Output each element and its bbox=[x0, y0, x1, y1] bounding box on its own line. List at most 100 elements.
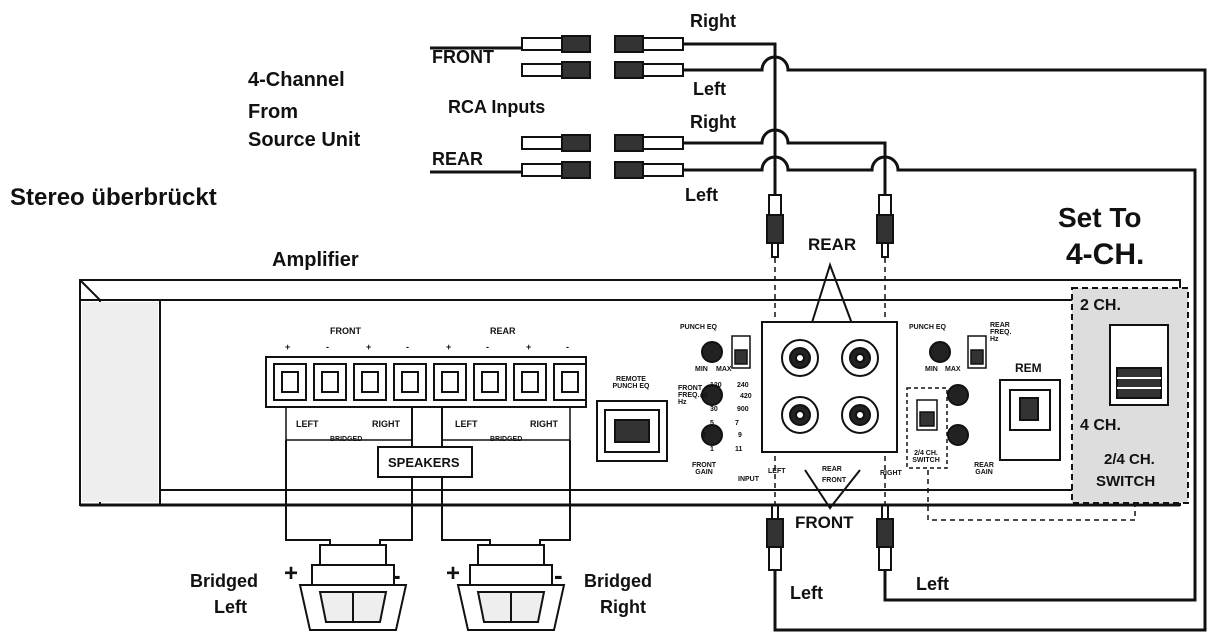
bridged-right-2: Right bbox=[600, 597, 646, 617]
gain-1: 1 bbox=[710, 446, 714, 453]
opt-4ch: 4 CH. bbox=[1080, 417, 1121, 434]
freq-30: 30 bbox=[710, 406, 718, 413]
rca-vertical-bottom bbox=[766, 504, 894, 571]
freq-900: 900 bbox=[737, 406, 749, 413]
left-rear-label: Left bbox=[685, 185, 718, 205]
front-freq-label: FRONT FREQ. Hz bbox=[678, 385, 703, 406]
switch-line1: 2/4 CH. bbox=[1104, 451, 1155, 468]
left-plus: + bbox=[284, 560, 299, 587]
terminal-block bbox=[265, 356, 587, 408]
right-plus: + bbox=[446, 560, 461, 587]
set-to-line1: Set To bbox=[1058, 202, 1142, 233]
polarity-6: - bbox=[486, 342, 489, 352]
source-lines bbox=[430, 46, 522, 174]
input-front-small: FRONT bbox=[822, 477, 847, 484]
rca-plugs bbox=[521, 35, 684, 179]
gain-3: 3 bbox=[702, 432, 706, 439]
remote-punch-jack bbox=[596, 400, 668, 462]
rca-vertical-top bbox=[766, 194, 894, 258]
knobs bbox=[701, 341, 969, 446]
rear-left-label: LEFT bbox=[455, 419, 478, 429]
front-right-label: RIGHT bbox=[372, 419, 400, 429]
bridged-right-1: Bridged bbox=[584, 571, 653, 591]
front-left-label: LEFT bbox=[296, 419, 319, 429]
signal-cables bbox=[683, 42, 1207, 632]
bridged-left-2: Left bbox=[214, 597, 247, 617]
page-title: Stereo überbrückt bbox=[10, 184, 217, 211]
gain-11: 11 bbox=[735, 446, 743, 453]
amp-switch-label: 2/4 CH. SWITCH bbox=[912, 450, 940, 464]
punch-eq-rear-label: PUNCH EQ bbox=[909, 324, 946, 331]
gain-9: 9 bbox=[738, 432, 742, 439]
rear-right-label: RIGHT bbox=[530, 419, 558, 429]
front-bridged-label: BRIDGED bbox=[330, 436, 363, 443]
rca-rear-right bbox=[521, 134, 684, 152]
rear-bridged-label: BRIDGED bbox=[490, 436, 523, 443]
rca-front-left bbox=[521, 61, 684, 79]
gain-7: 7 bbox=[735, 420, 739, 427]
source-line3: Source Unit bbox=[248, 129, 361, 151]
front-gain-label: FRONT GAIN bbox=[691, 462, 717, 476]
front-source-label: FRONT bbox=[432, 47, 494, 67]
right-rear-label: Right bbox=[690, 112, 736, 132]
freq-420: 420 bbox=[740, 393, 752, 400]
gain-5: 5 bbox=[710, 420, 714, 427]
input-rear-small: REAR bbox=[822, 466, 842, 473]
polarity-8: - bbox=[566, 342, 569, 352]
freq-120: 120 bbox=[710, 382, 722, 389]
polarity-4: - bbox=[406, 342, 409, 352]
max-rear: MAX bbox=[945, 366, 961, 373]
source-line2: From bbox=[248, 101, 298, 123]
left-front-label: Left bbox=[693, 79, 726, 99]
speakers-label: SPEAKERS bbox=[388, 455, 460, 470]
punch-eq-front-label: PUNCH EQ bbox=[680, 324, 717, 331]
right-front-label: Right bbox=[690, 11, 736, 31]
rca-front-right bbox=[521, 35, 684, 53]
speakers-box bbox=[377, 446, 473, 478]
right-minus: - bbox=[554, 560, 563, 590]
bridged-left-1: Bridged bbox=[190, 571, 259, 591]
rem-label: REM bbox=[1015, 361, 1042, 375]
polarity-5: + bbox=[446, 342, 452, 352]
max-front: MAX bbox=[716, 366, 732, 373]
amplifier-label: Amplifier bbox=[272, 249, 359, 271]
remote-punch-label: REMOTE PUNCH EQ bbox=[612, 376, 650, 390]
small-toggles bbox=[731, 335, 987, 369]
amp-24-switch bbox=[906, 387, 948, 469]
terminal-front-label: FRONT bbox=[330, 326, 361, 336]
terminal-rear-label: REAR bbox=[490, 326, 516, 336]
polarity-7: + bbox=[526, 342, 532, 352]
terminal-brackets bbox=[285, 408, 571, 441]
min-front: MIN bbox=[695, 366, 708, 373]
freq-240: 240 bbox=[737, 382, 749, 389]
rem-block bbox=[999, 379, 1061, 461]
dashed-guides bbox=[774, 258, 1136, 521]
rca-inputs-label: RCA Inputs bbox=[448, 97, 546, 117]
front-callout: FRONT bbox=[795, 513, 854, 532]
source-line1: 4-Channel bbox=[248, 69, 345, 91]
speaker-left-drawing bbox=[298, 544, 408, 631]
input-right-label: RIGHT bbox=[880, 470, 902, 477]
freq-60: 60 bbox=[700, 393, 708, 400]
polarity-1: + bbox=[285, 342, 291, 352]
rca-input-panel bbox=[761, 321, 898, 453]
output-left1: Left bbox=[790, 583, 823, 603]
set-to-line2: 4-CH. bbox=[1066, 238, 1145, 271]
rear-source-label: REAR bbox=[432, 149, 484, 169]
rear-freq-label: REAR FREQ. Hz bbox=[990, 322, 1012, 343]
amplifier-chassis bbox=[79, 279, 1181, 507]
left-minus: - bbox=[392, 560, 401, 590]
min-rear: MIN bbox=[925, 366, 938, 373]
switch-line2: SWITCH bbox=[1096, 473, 1156, 490]
rear-callout: REAR bbox=[808, 235, 857, 254]
callout-lines bbox=[804, 261, 861, 510]
polarity-3: + bbox=[366, 342, 372, 352]
rear-gain-label: REAR GAIN bbox=[974, 462, 994, 476]
polarity-2: - bbox=[326, 342, 329, 352]
set-to-callout bbox=[1071, 287, 1189, 504]
speaker-wires bbox=[285, 408, 571, 565]
input-left-label: LEFT bbox=[768, 468, 786, 475]
rca-rear-left bbox=[521, 161, 684, 179]
speaker-right-drawing bbox=[456, 544, 566, 631]
